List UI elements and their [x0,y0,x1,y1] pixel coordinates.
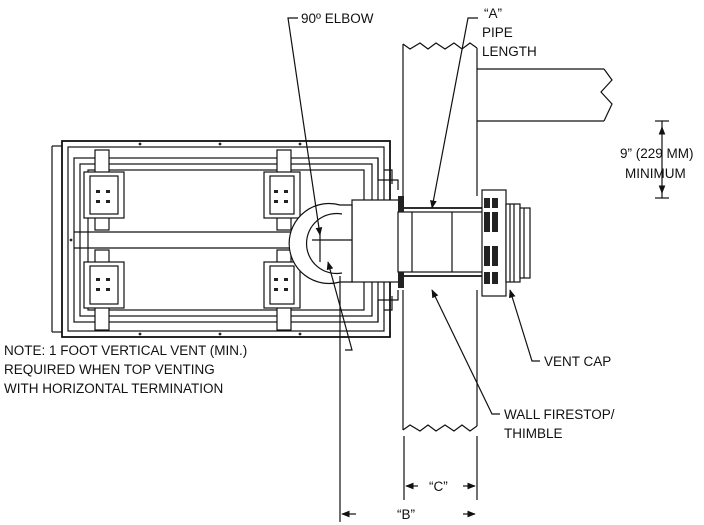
label-note-3: WITH HORIZONTAL TERMINATION [4,381,223,396]
vent-pipe [351,196,491,288]
label-note-2: REQUIRED WHEN TOP VENTING [4,362,215,377]
elbow-fitting [288,202,353,285]
vent-cap [481,189,531,297]
bracket-top-left [83,149,125,231]
dimension-b [339,276,476,522]
bracket-top-right [263,149,301,231]
fireplace-unit [51,140,399,338]
bracket-bottom-right [263,249,301,331]
label-dim-c: “C” [429,479,448,494]
label-pipe-a-1: “A” [484,6,502,21]
dimension-c [403,436,478,500]
label-dim-b: “B” [397,507,415,522]
label-vent-cap: VENT CAP [544,354,611,369]
label-firestop-2: THIMBLE [504,426,563,441]
label-clearance-1: 9” (229 MM) [620,146,694,161]
dimension-9in [655,120,669,199]
label-pipe-a-3: LENGTH [482,44,537,59]
label-pipe-a-2: PIPE [482,25,513,40]
label-note-1: NOTE: 1 FOOT VERTICAL VENT (MIN.) [4,343,247,358]
ceiling-framing [477,68,613,122]
label-firestop-1: WALL FIRESTOP/ [504,407,615,422]
label-clearance-2: MINIMUM [625,166,686,181]
label-elbow: 90º ELBOW [301,11,374,26]
leader-lines [287,17,540,415]
wall [402,42,478,432]
bracket-bottom-left [83,249,125,331]
